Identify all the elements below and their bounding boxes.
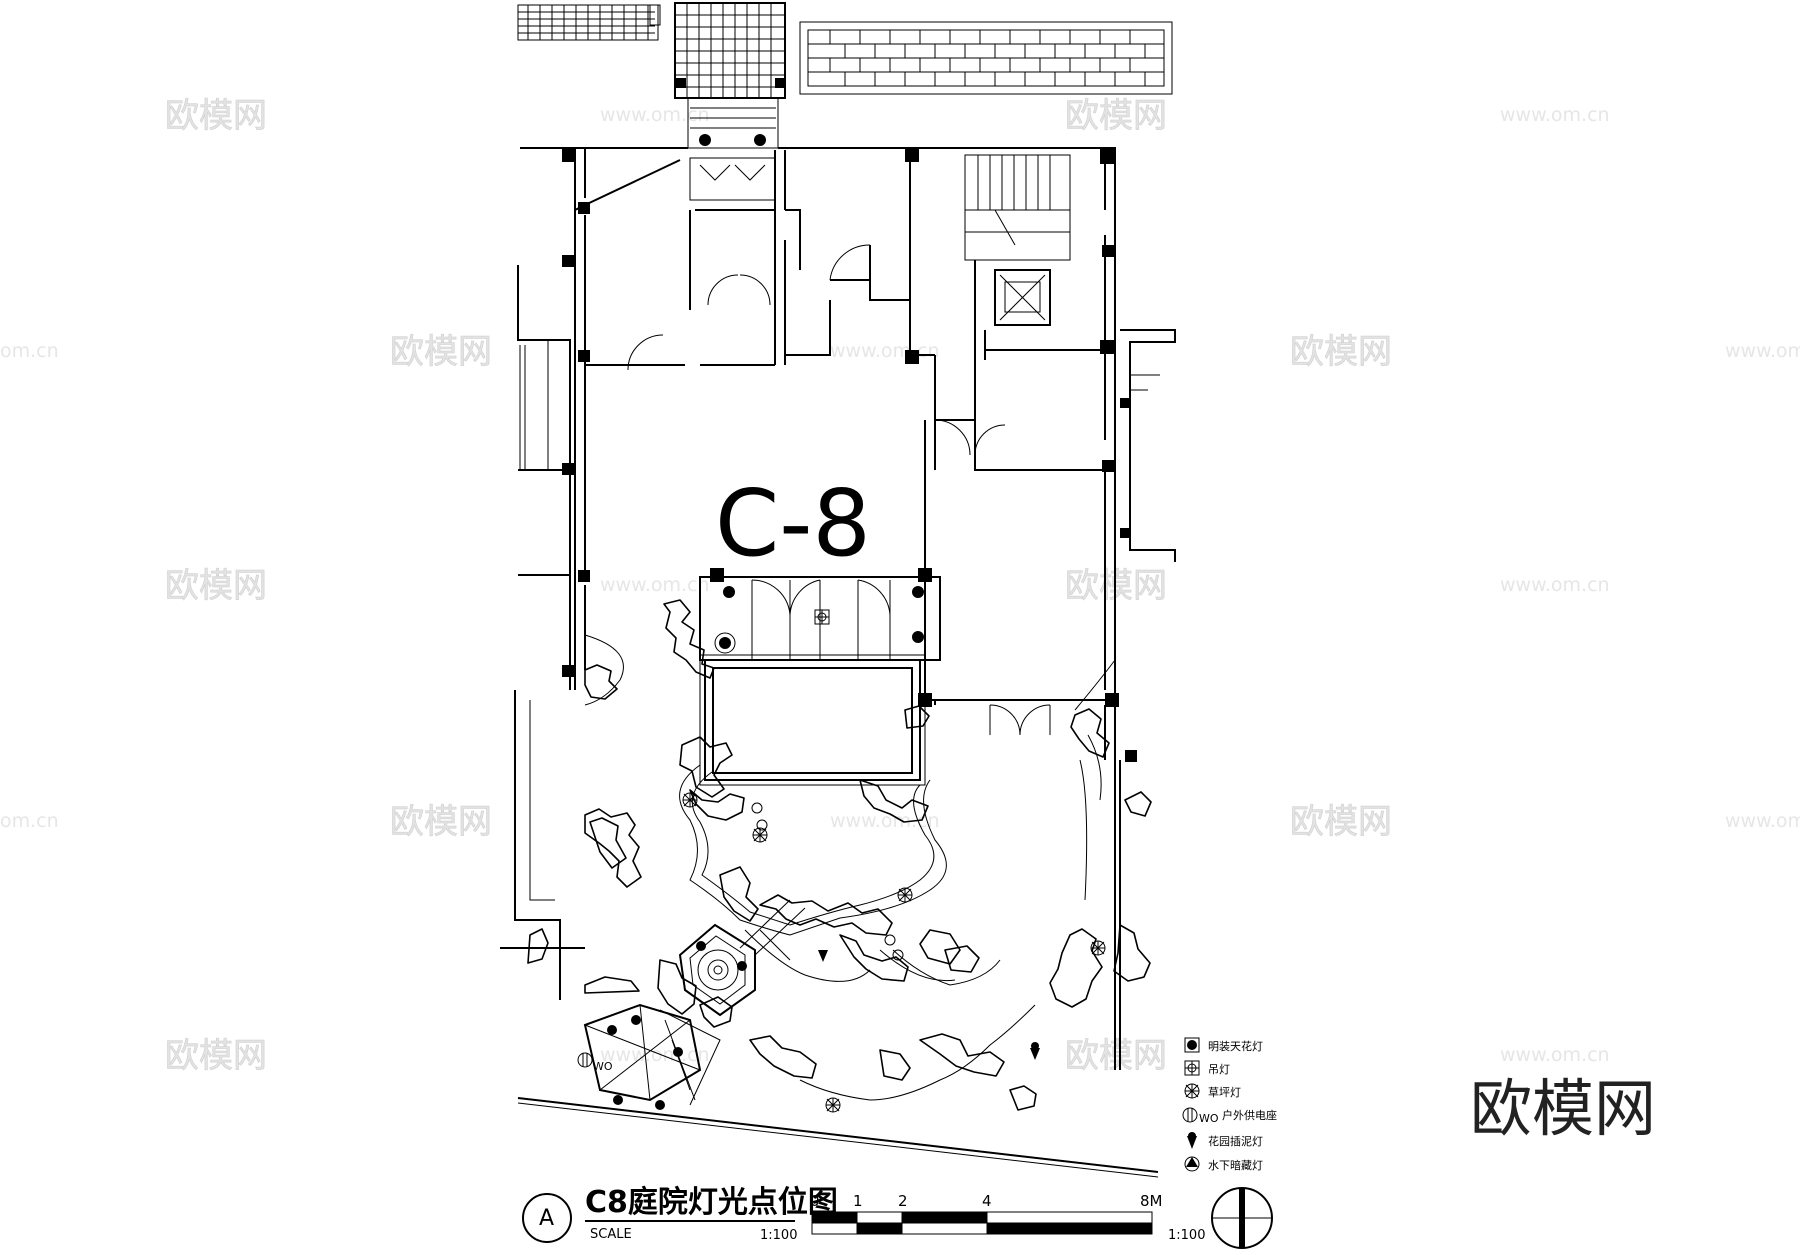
watermark-logo: 欧模网 — [1065, 96, 1167, 136]
legend-tag: WO — [1199, 1112, 1219, 1125]
outdoor-outlet-icon: WO — [577, 1052, 613, 1073]
watermark-url: www.om.cn — [1725, 810, 1800, 832]
watermark-url: www.om.cn — [1500, 574, 1610, 596]
scale-ratio: 1:100 — [760, 1228, 797, 1243]
watermark-url: www.om.cn — [600, 104, 710, 126]
legend-item: WO 户外供电座 — [1182, 1107, 1277, 1125]
watermark-logo: 欧模网 — [165, 1036, 267, 1076]
legend-item: 水下暗藏灯 — [1184, 1156, 1263, 1172]
watermark-logo: 欧模网 — [1290, 802, 1392, 842]
legend-label: 明装天花灯 — [1208, 1040, 1263, 1053]
legend-label: 草坪灯 — [1208, 1086, 1241, 1099]
watermark-url: www.om.cn — [830, 810, 940, 832]
scale-tick-label: 4 — [982, 1192, 992, 1210]
drawing-title: C8庭院灯光点位图 — [585, 1185, 838, 1220]
watermark-logo: 欧模网 — [165, 96, 267, 136]
pendant-light-icon — [1184, 1060, 1200, 1076]
scale-caption: SCALE — [590, 1227, 632, 1242]
watermark-url: om.cn — [0, 810, 59, 832]
scale-bar: 0 1 2 4 8M 1:100 — [810, 1192, 1205, 1243]
legend-label: 花园插泥灯 — [1208, 1134, 1263, 1148]
legend-item: 明装天花灯 — [1184, 1037, 1263, 1053]
structural-columns — [562, 148, 1137, 762]
ceiling-light-icon — [1187, 1040, 1197, 1050]
watermark-url: www.om.cn — [1725, 340, 1800, 362]
section-marker-label: A — [539, 1206, 554, 1231]
spot-light-icon — [1187, 1132, 1197, 1149]
watermark-logo: 欧模网 — [390, 802, 492, 842]
outdoor-outlet-icon — [1182, 1107, 1198, 1123]
section-marker — [522, 1193, 572, 1243]
watermark-url: www.om.cn — [600, 574, 710, 596]
landscape-lines — [583, 634, 1116, 1106]
legend-label: 水下暗藏灯 — [1208, 1158, 1263, 1172]
watermark-logo: 欧模网 — [165, 566, 267, 606]
watermark-logo: 欧模网 — [390, 332, 492, 372]
legend-label: 户外供电座 — [1222, 1108, 1277, 1122]
legend-item: 花园插泥灯 — [1187, 1132, 1263, 1149]
watermark-url: www.om.cn — [830, 340, 940, 362]
legend-item: 草坪灯 — [1184, 1083, 1241, 1099]
watermark-url: www.om.cn — [1500, 104, 1610, 126]
watermark-url: om.cn — [0, 340, 59, 362]
watermark-url: www.om.cn — [1500, 1044, 1610, 1066]
scale-tick-label: 2 — [898, 1192, 908, 1210]
scale-ratio-right: 1:100 — [1168, 1228, 1205, 1243]
watermark-layer: 欧模网 www.om.cn 欧模网 www.om.cn om.cn 欧模网 ww… — [0, 96, 1800, 1077]
scale-tick-label: 8M — [1140, 1192, 1163, 1210]
scale-tick-label: 0 — [810, 1192, 820, 1210]
top-paving — [517, 2, 1173, 149]
svg-text:WO: WO — [593, 1060, 613, 1073]
light-fixtures: WO — [577, 586, 1106, 1113]
scale-tick-label: 1 — [853, 1192, 863, 1210]
title-block: A C8庭院灯光点位图 SCALE 1:100 0 1 2 4 8M 1:100 — [522, 1185, 1273, 1249]
pendant-light-icon — [814, 609, 830, 625]
watermark-logo: 欧模网 — [1290, 332, 1392, 372]
building-walls — [500, 147, 1176, 1178]
lawn-light-icon — [1184, 1083, 1200, 1099]
brand-logo: 欧模网 — [1470, 1072, 1656, 1145]
underwater-light-icon — [1184, 1156, 1200, 1172]
building-label: C-8 — [715, 470, 871, 577]
legend-item: 吊灯 — [1184, 1060, 1230, 1076]
north-arrow-icon — [1211, 1187, 1273, 1249]
legend-label: 吊灯 — [1208, 1063, 1230, 1076]
legend: 明装天花灯 吊灯 草坪灯 WO 户外供电座 — [1182, 1037, 1277, 1172]
